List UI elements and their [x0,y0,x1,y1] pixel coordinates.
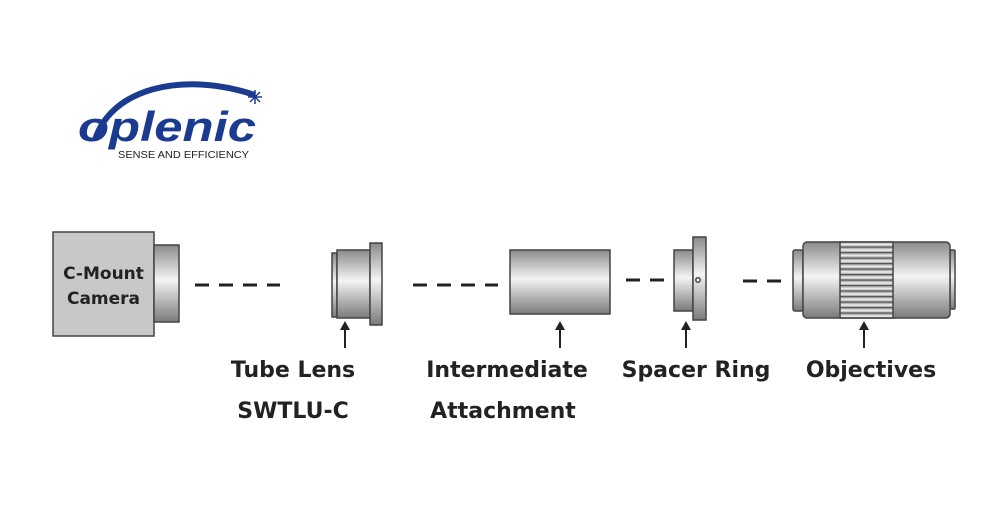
pointer-arrows [340,321,869,348]
spacer-ring-label: Spacer Ring [621,358,771,383]
objective [792,241,956,319]
dashed-connectors [195,278,783,287]
svg-text:oplenic: oplenic [78,103,256,150]
spacer-ring [673,236,707,321]
intermediate-attachment [509,249,611,315]
camera-label-line2: Camera [66,289,141,309]
c-mount-camera [52,231,180,337]
tube-lens [331,242,383,326]
tube-lens-model-label: SWTLU-C [237,399,349,424]
attachment-label: Attachment [430,399,576,424]
objectives-label: Objectives [805,358,937,383]
tube-lens-label: Tube Lens [230,358,356,383]
camera-label: C-Mount Camera [53,262,154,312]
camera-label-line1: C-Mount [63,264,144,284]
svg-text:SENSE AND EFFICIENCY: SENSE AND EFFICIENCY [118,150,249,161]
oplenic-logo: oplenic SENSE AND EFFICIENCY [78,81,262,161]
intermediate-label: Intermediate [426,358,588,383]
